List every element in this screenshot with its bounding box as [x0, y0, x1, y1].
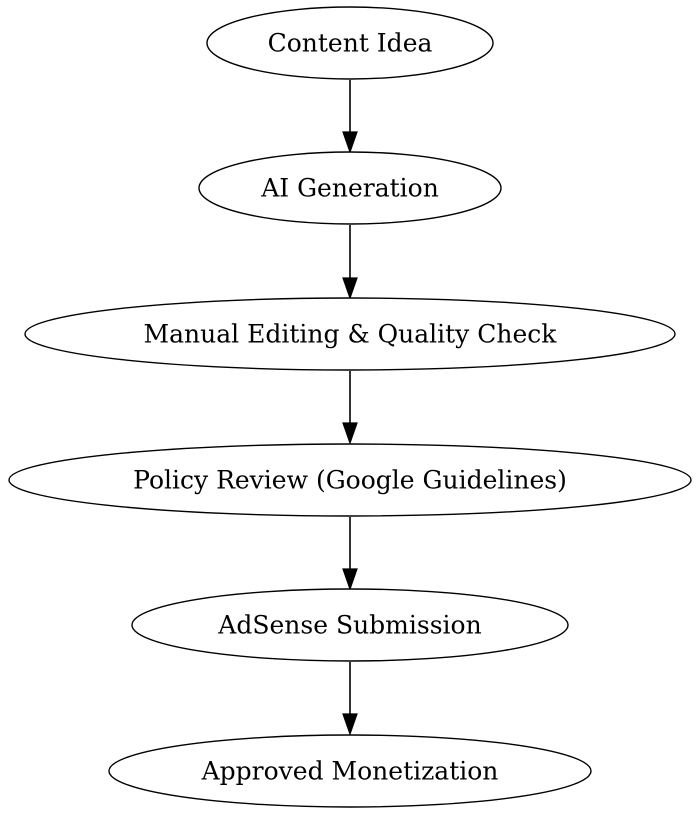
node-label-content-idea: Content Idea [268, 29, 433, 58]
node-policy-review: Policy Review (Google Guidelines) [8, 443, 692, 517]
edge-ai-generation-to-manual-editing [342, 225, 358, 300]
node-label-manual-editing: Manual Editing & Quality Check [144, 320, 558, 349]
edge-policy-review-to-adsense-submission [342, 517, 358, 591]
nodes: Content Idea AI Generation Manual Editin… [8, 6, 692, 808]
edge-manual-editing-to-policy-review [342, 371, 358, 445]
node-label-policy-review: Policy Review (Google Guidelines) [133, 466, 567, 495]
node-approved-monetization: Approved Monetization [108, 734, 592, 808]
node-ai-generation: AI Generation [198, 151, 502, 225]
edge-content-idea-to-ai-generation [342, 80, 358, 154]
node-adsense-submission: AdSense Submission [131, 588, 569, 662]
node-content-idea: Content Idea [206, 6, 494, 80]
node-label-approved-monetization: Approved Monetization [201, 757, 499, 786]
node-manual-editing: Manual Editing & Quality Check [24, 297, 676, 371]
edge-adsense-submission-to-approved-monetization [342, 662, 358, 736]
edges [342, 80, 358, 736]
node-label-ai-generation: AI Generation [260, 174, 439, 203]
node-label-adsense-submission: AdSense Submission [217, 611, 481, 640]
